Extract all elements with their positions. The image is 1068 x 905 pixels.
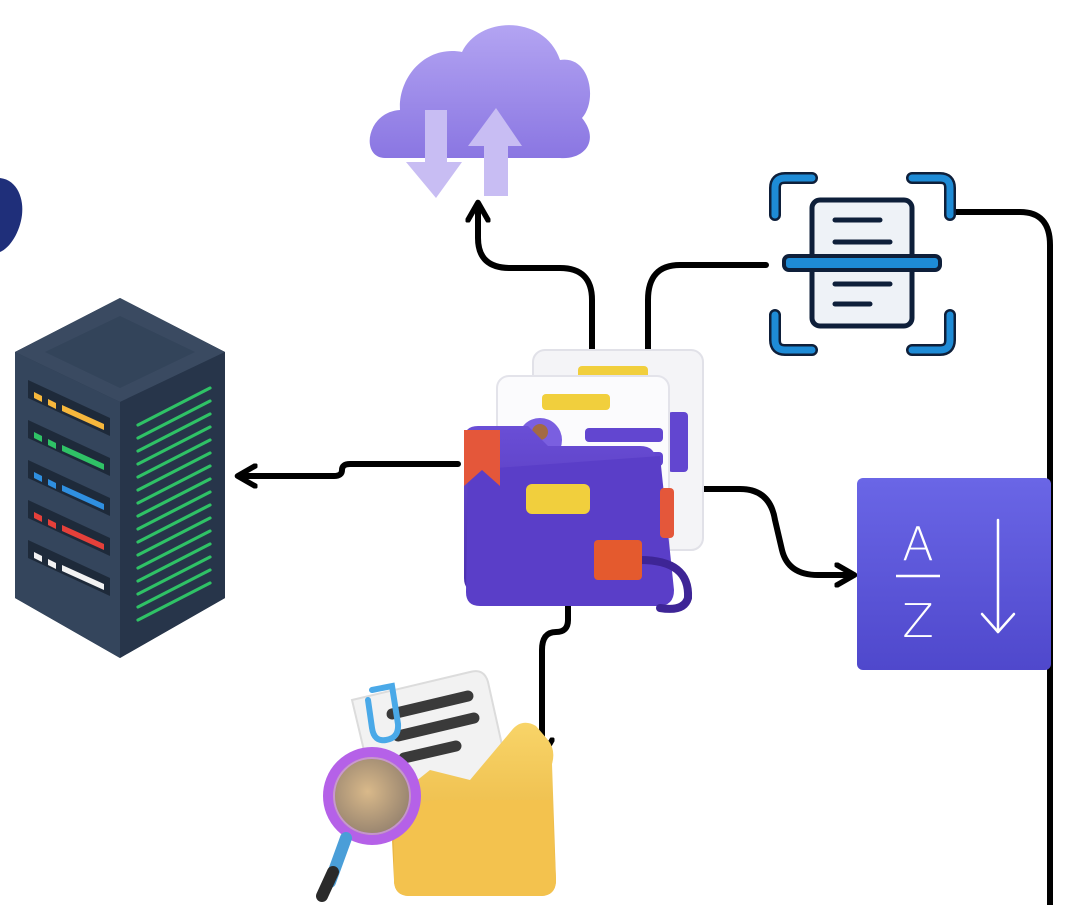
edge-folder-to-search — [542, 597, 571, 755]
sort-letter-bottom: Z — [902, 594, 934, 648]
server-rack-icon — [15, 298, 225, 658]
edge-folder-to-sort — [695, 486, 852, 575]
connector-lines — [240, 205, 1053, 905]
folder-documents-icon — [464, 349, 704, 613]
folder-search-icon — [316, 670, 556, 902]
document-scan-icon — [769, 172, 956, 356]
edge-folder-to-cloud — [478, 205, 595, 355]
sort-letter-top: A — [902, 517, 933, 571]
edge-folder-to-server — [240, 461, 461, 476]
partial-shape-left-edge — [0, 178, 23, 252]
cloud-upload-download-icon — [369, 25, 591, 198]
server-status-lights — [34, 392, 104, 590]
edge-scanner-to-bottom — [953, 209, 1053, 905]
sort-az-icon: A Z — [857, 478, 1051, 670]
edge-scanner-to-folder — [645, 262, 769, 355]
server-vents — [136, 386, 212, 622]
